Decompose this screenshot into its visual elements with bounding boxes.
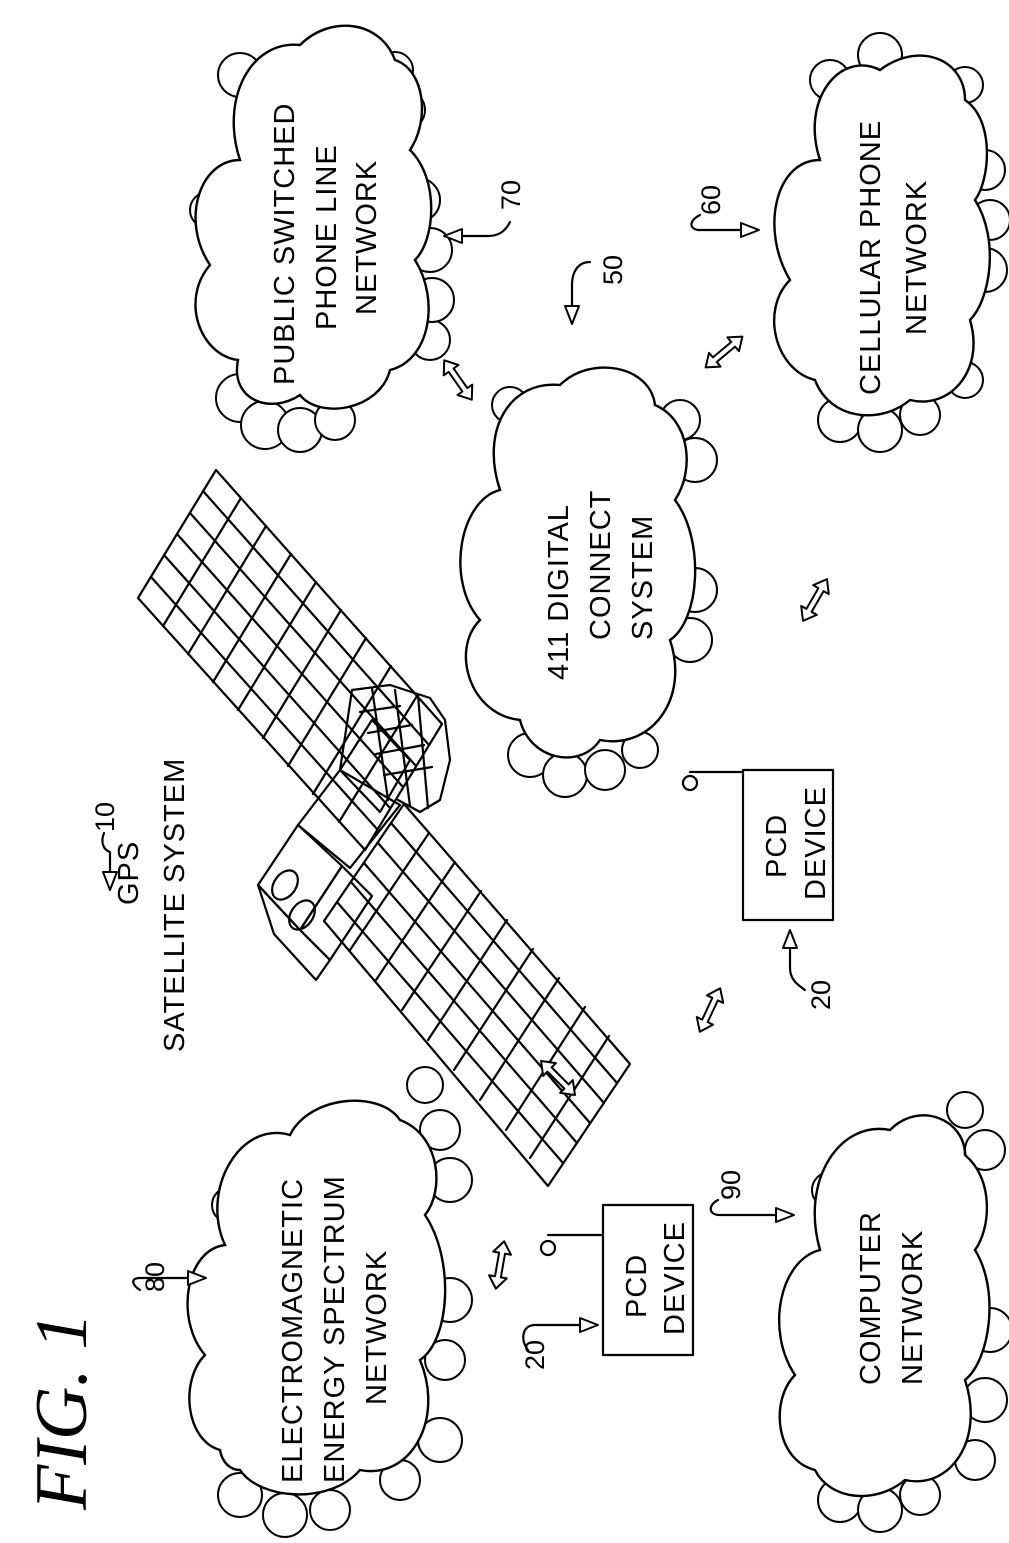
double-arrow — [704, 335, 744, 369]
gps-label-line1: GPS — [113, 841, 145, 905]
pcd-right-label-line2: DEVICE — [800, 786, 832, 900]
digital-connect-label-line2: CONNECT — [585, 490, 617, 640]
cellular-label-line2: NETWORK — [901, 180, 933, 335]
cellular-ref-number: 60 — [696, 185, 726, 215]
pcd-left-label-line1: PCD — [621, 1254, 653, 1318]
pstn-label-line3: NETWORK — [351, 160, 383, 315]
pcd-left-label-line2: DEVICE — [659, 1221, 691, 1335]
cellular-cloud — [773, 32, 1009, 453]
arrowhead — [102, 871, 118, 891]
electromagnetic-label-line1: ELECTROMAGNETIC — [277, 1178, 309, 1483]
digital-connect-label-line1: 411 DIGITAL — [543, 504, 575, 680]
digital-connect-label: 411 DIGITAL CONNECT SYSTEM — [543, 490, 659, 680]
arrowhead — [187, 1270, 207, 1286]
electromagnetic-label: ELECTROMAGNETIC ENERGY SPECTRUM NETWORK — [277, 1175, 393, 1483]
double-arrow — [488, 1240, 512, 1290]
gps-label-line2: SATELLITE SYSTEM — [159, 758, 191, 1052]
pcd-right-ref-number: 20 — [806, 980, 836, 1010]
computer-ref-number: 90 — [716, 1170, 746, 1200]
pcd-device-right: PCD DEVICE — [681, 768, 835, 922]
cellular-label-line1: CELLULAR PHONE — [855, 120, 887, 395]
arrowhead — [564, 305, 580, 325]
link-arrows — [442, 335, 830, 1290]
pstn-label-line2: PHONE LINE — [311, 144, 343, 330]
arrowhead — [579, 1317, 599, 1333]
gps-ref-number: 10 — [90, 802, 120, 832]
figure-title: FIG. 1 — [21, 1313, 103, 1511]
double-arrow — [695, 987, 725, 1033]
digital-connect-cloud — [459, 366, 718, 798]
pstn-cloud — [189, 24, 455, 453]
cellular-label: CELLULAR PHONE NETWORK — [855, 120, 933, 395]
gps-leader-arrow — [101, 831, 112, 882]
pcd-device-left: PCD DEVICE — [539, 1203, 695, 1357]
computer-cloud — [778, 1091, 1009, 1533]
electromagnetic-label-line2: ENERGY SPECTRUM — [319, 1175, 351, 1483]
gps-satellite-illustration — [136, 468, 632, 1188]
pcd-right-label-line1: PCD — [761, 814, 793, 878]
electromagnetic-label-line3: NETWORK — [361, 1250, 393, 1405]
computer-label-line2: NETWORK — [897, 1230, 929, 1385]
arrowhead — [775, 1207, 795, 1223]
electromagnetic-cloud — [186, 1066, 473, 1538]
arrowhead — [782, 929, 798, 949]
computer-label: COMPUTER NETWORK — [855, 1211, 929, 1385]
double-arrow — [800, 578, 830, 622]
digital-connect-label-line3: SYSTEM — [627, 515, 659, 640]
digital-connect-ref-number: 50 — [598, 255, 628, 285]
pstn-label: PUBLIC SWITCHED PHONE LINE NETWORK — [269, 103, 383, 385]
pstn-ref-number: 70 — [496, 180, 526, 210]
arrowhead — [740, 222, 760, 238]
double-arrow — [540, 1060, 576, 1096]
arrowhead — [443, 228, 463, 244]
pstn-label-line1: PUBLIC SWITCHED — [269, 103, 301, 385]
computer-label-line1: COMPUTER — [855, 1211, 887, 1385]
double-arrow — [442, 359, 474, 401]
